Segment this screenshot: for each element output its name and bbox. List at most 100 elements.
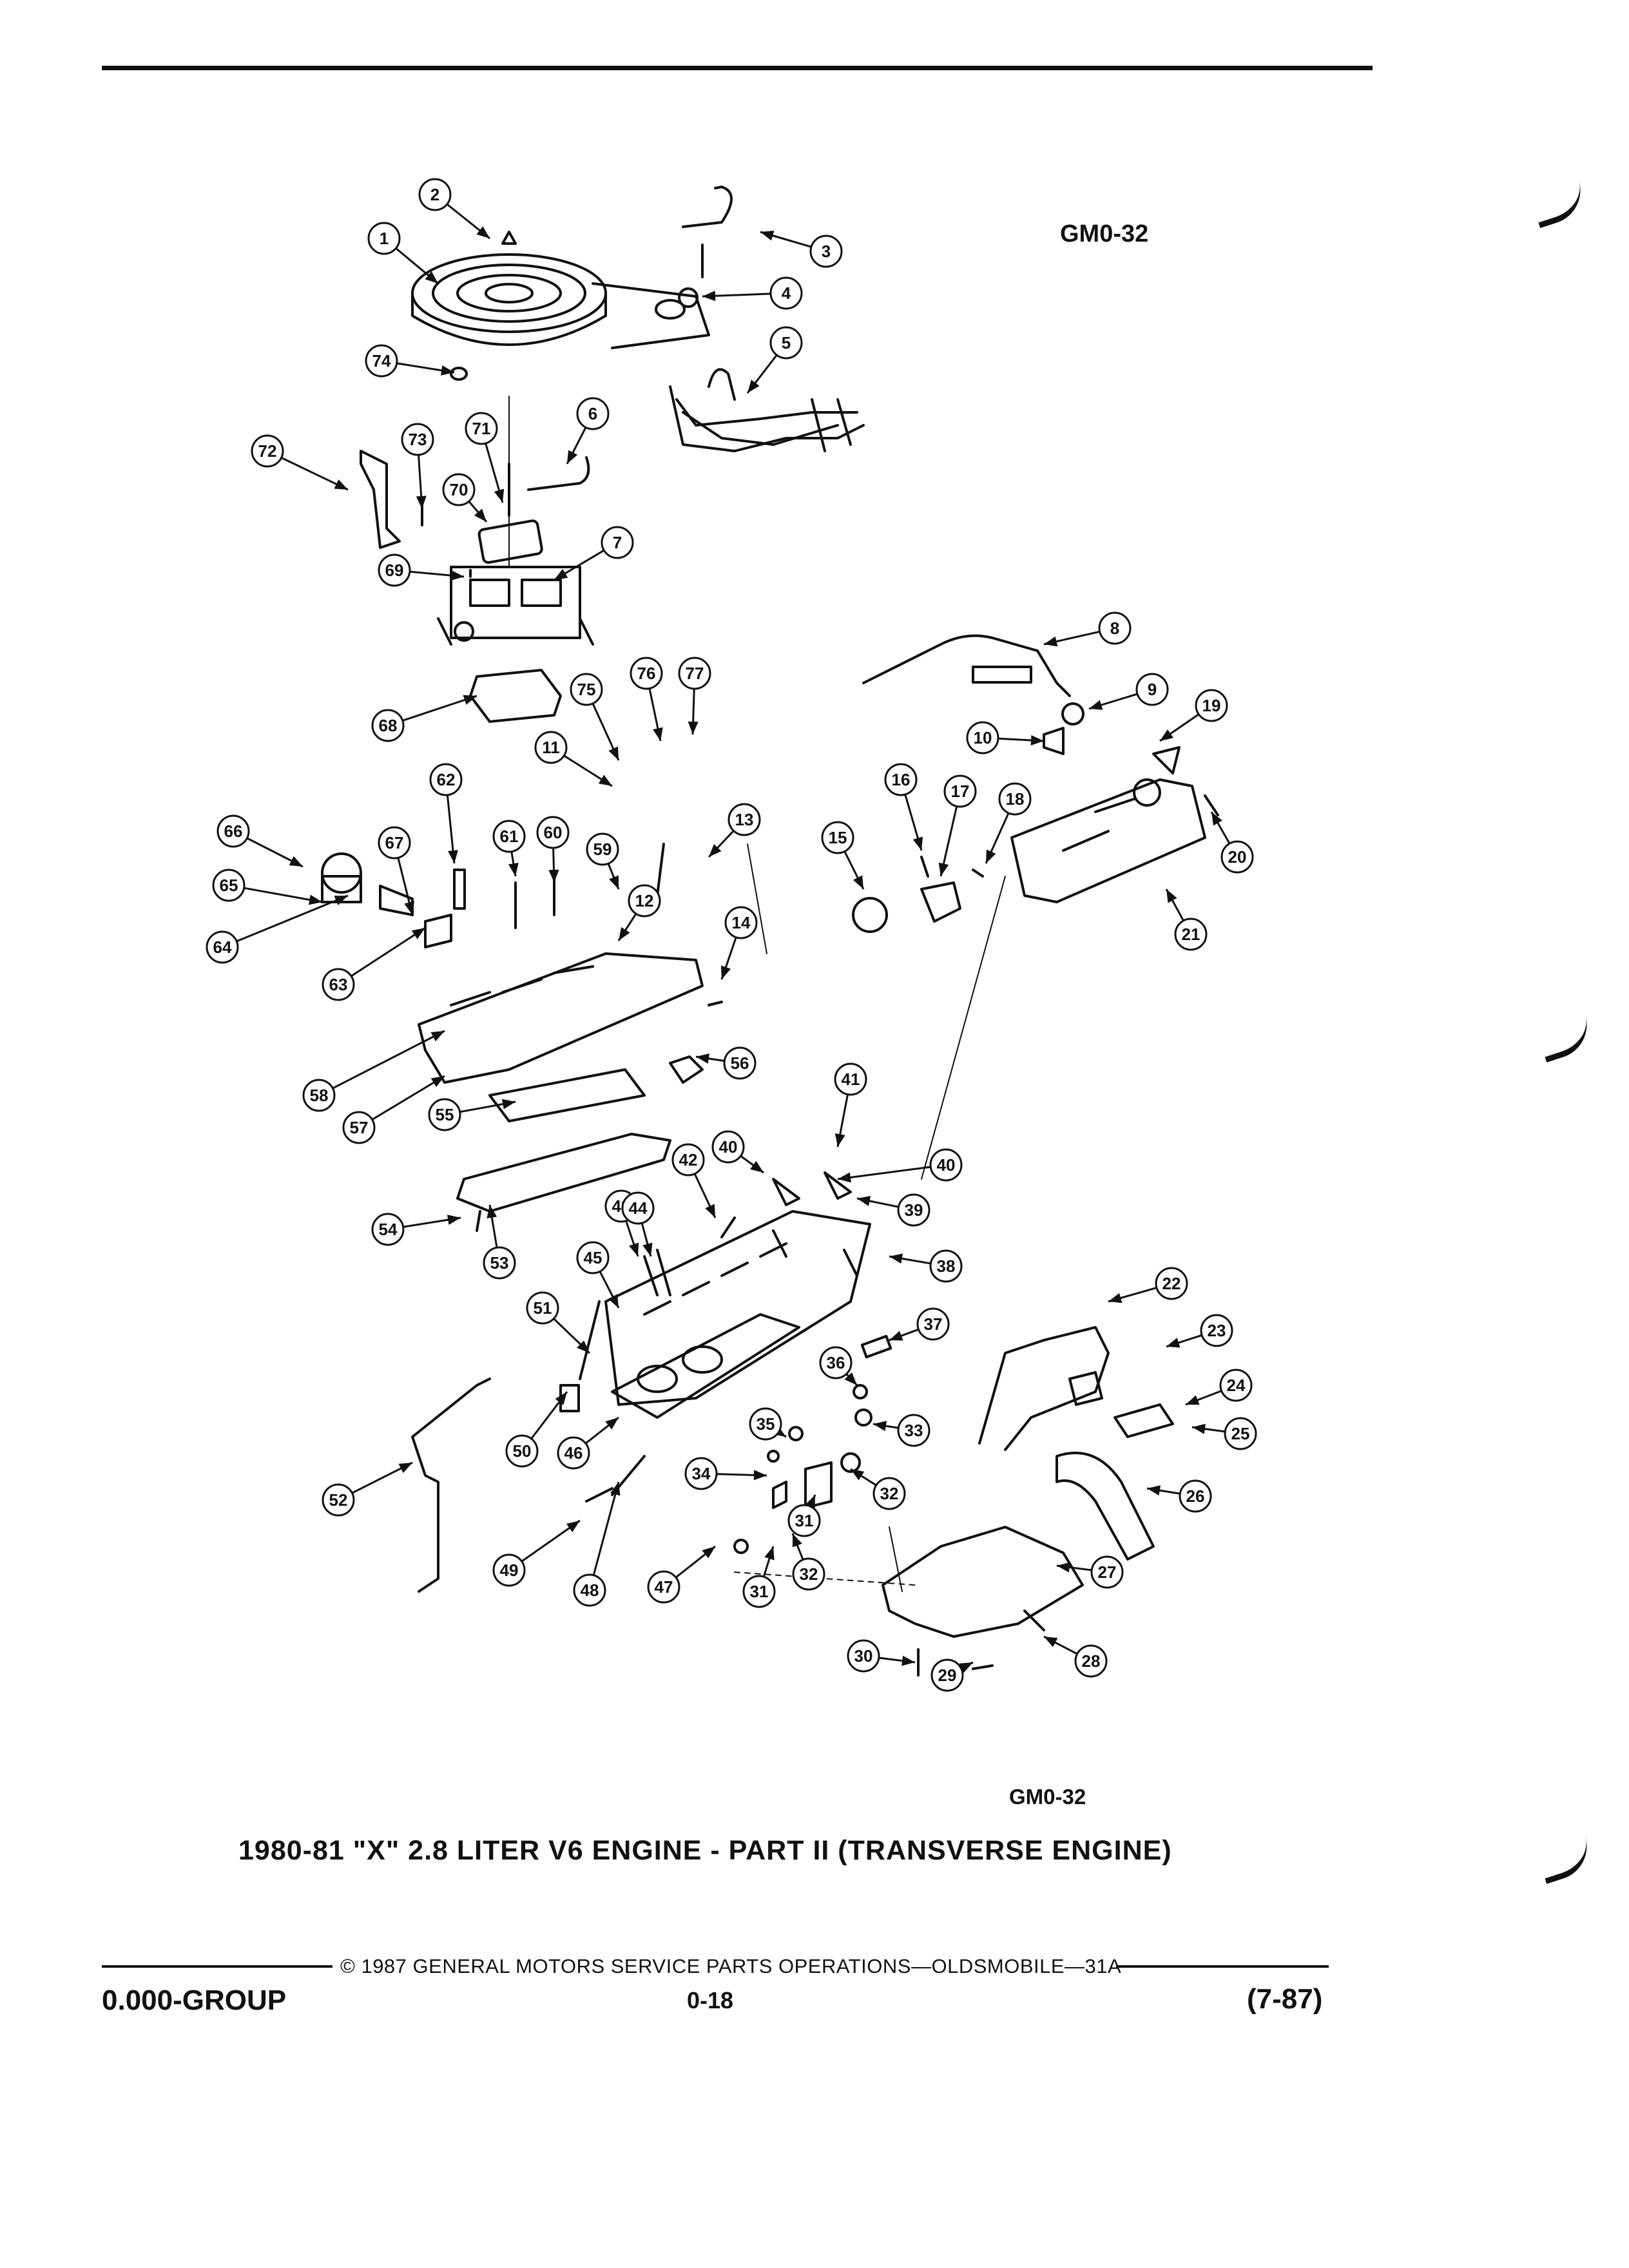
callout-circle — [1074, 1644, 1108, 1678]
callout-29: 29 — [930, 1658, 974, 1692]
exploded-engine-diagram: 1234567891011121314151617181920212223242… — [206, 178, 1257, 1692]
callout-71: 71 — [465, 412, 505, 503]
figure-code-top: GM0-32 — [1060, 220, 1149, 247]
callout-55: 55 — [428, 1098, 516, 1131]
callout-32: 32 — [791, 1533, 825, 1591]
bracket-72 — [360, 450, 401, 549]
arrowhead — [702, 291, 716, 302]
arrowhead — [610, 1482, 621, 1496]
callout-number: 66 — [224, 822, 243, 841]
callout-number: 31 — [795, 1511, 814, 1530]
callout-number: 35 — [757, 1414, 775, 1434]
callout-circle — [724, 906, 758, 939]
arrowhead — [857, 1196, 871, 1206]
hose-6 — [527, 456, 590, 491]
sensor-56 — [669, 1055, 704, 1084]
arrowhead — [598, 774, 612, 786]
hose-26 — [1055, 1452, 1155, 1561]
arrowhead — [1211, 812, 1222, 826]
callout-21: 21 — [1165, 889, 1208, 951]
callout-number: 57 — [350, 1118, 369, 1137]
callout-number: 5 — [782, 333, 791, 352]
cylinder-head-46 — [604, 1210, 871, 1406]
arrowhead — [642, 1242, 653, 1256]
callout-circle — [769, 276, 803, 310]
callout-56: 56 — [695, 1046, 757, 1080]
arrowhead — [308, 894, 322, 905]
leader-line — [837, 1166, 931, 1180]
arrowhead — [873, 1421, 887, 1432]
valve-34 — [767, 1450, 780, 1463]
callout-circle — [929, 1148, 963, 1182]
part-23 — [1068, 1371, 1103, 1406]
callout-number: 68 — [379, 716, 398, 735]
callout-number: 16 — [892, 770, 911, 789]
callout-circle — [428, 1098, 461, 1131]
callout-number: 20 — [1228, 847, 1247, 867]
callout-22: 22 — [1108, 1267, 1188, 1303]
callout-number: 69 — [385, 561, 404, 580]
callout-number: 55 — [436, 1105, 454, 1124]
callout-number: 52 — [329, 1490, 348, 1510]
callout-number: 47 — [655, 1577, 673, 1597]
callout-number: 7 — [613, 533, 622, 552]
callout-47: 47 — [647, 1545, 716, 1604]
arrowhead — [750, 1160, 764, 1173]
callout-circle — [821, 821, 854, 854]
callout-circle — [573, 1573, 606, 1607]
arrowhead — [792, 1533, 802, 1548]
callout-circle — [302, 1079, 336, 1112]
callout-40: 40 — [711, 1130, 764, 1174]
arrowhead — [705, 1204, 715, 1218]
carburetor-7 — [437, 566, 594, 646]
callout-circle — [916, 1307, 950, 1341]
callout-number: 36 — [827, 1353, 845, 1372]
callout-76: 76 — [630, 657, 663, 742]
rocker-arms-40 — [772, 1171, 852, 1206]
callout-36: 36 — [819, 1346, 858, 1387]
callout-72: 72 — [251, 434, 349, 491]
callout-number: 29 — [938, 1666, 957, 1685]
callout-32: 32 — [850, 1468, 906, 1510]
callout-circle — [1174, 918, 1208, 951]
callout-30: 30 — [847, 1639, 916, 1673]
leader-line — [351, 927, 426, 977]
grommet-4 — [678, 287, 699, 308]
arrowhead — [1057, 1562, 1070, 1573]
arrowhead — [608, 746, 619, 760]
callout-circle — [492, 820, 526, 853]
figure-code-bottom: GM0-32 — [1009, 1785, 1086, 1809]
callout-49: 49 — [492, 1519, 581, 1587]
arrowhead — [577, 1340, 590, 1353]
callout-number: 72 — [258, 441, 277, 461]
callout-69: 69 — [378, 553, 465, 587]
pcv-hose-8 — [862, 634, 1071, 697]
top-rule — [102, 66, 1373, 70]
arrowhead — [760, 230, 775, 241]
callout-number: 18 — [1006, 789, 1025, 809]
callout-number: 9 — [1148, 680, 1157, 699]
callout-number: 8 — [1110, 619, 1119, 638]
callout-circle — [769, 326, 803, 360]
callout-circle — [365, 344, 398, 378]
intake-manifold-57 — [418, 952, 704, 1084]
callout-circle — [628, 884, 661, 918]
callout-31: 31 — [787, 1494, 821, 1537]
callout-number: 2 — [430, 185, 439, 204]
callout-1: 1 — [367, 222, 439, 285]
grommet-10 — [1043, 727, 1065, 755]
callout-circle — [322, 1483, 355, 1517]
arrowhead — [1186, 1395, 1200, 1405]
callout-number: 74 — [372, 351, 391, 370]
gasket-53 — [456, 1133, 671, 1213]
arrowhead — [448, 850, 458, 863]
callout-circle — [749, 1407, 782, 1441]
callout-circle — [1179, 1479, 1212, 1513]
callout-23: 23 — [1166, 1314, 1233, 1348]
callout-3: 3 — [760, 230, 843, 268]
callout-circle — [809, 235, 843, 268]
callout-24: 24 — [1185, 1369, 1253, 1406]
callout-circle — [1224, 1417, 1257, 1450]
bolt-38 — [843, 1249, 858, 1277]
bolt-28 — [1023, 1610, 1045, 1631]
